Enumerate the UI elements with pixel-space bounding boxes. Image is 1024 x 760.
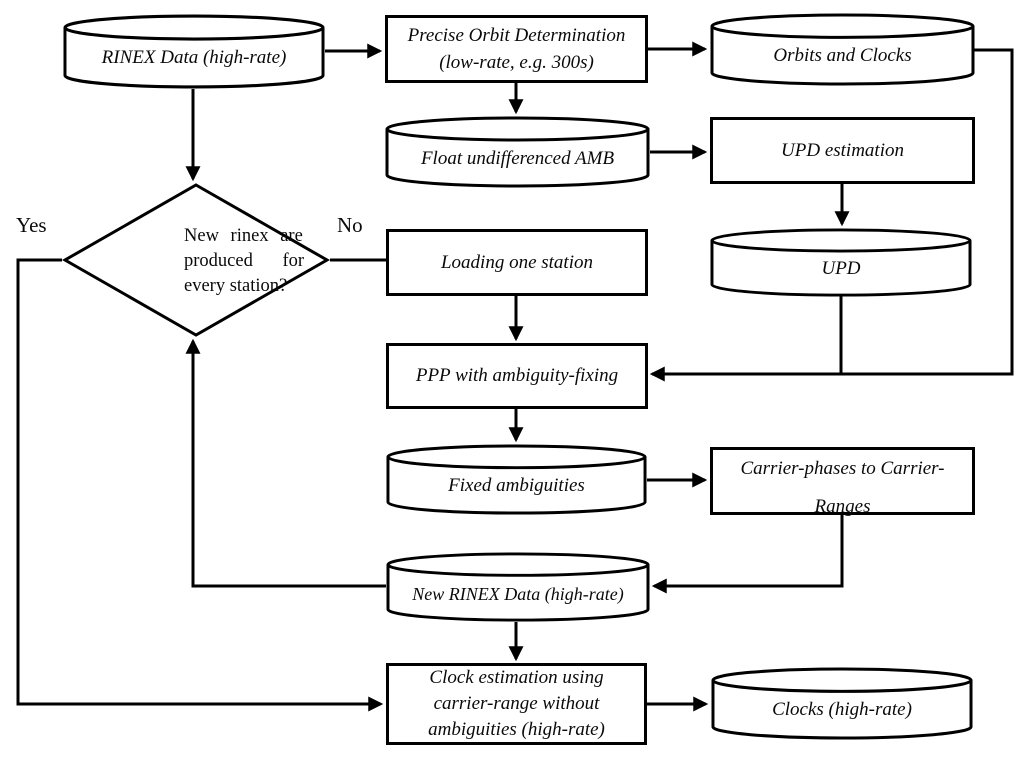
node-label-line3: ambiguities (high-rate): [428, 719, 605, 740]
node-label: Float undifferenced AMB: [420, 147, 615, 169]
node-upd-estimation: UPD estimation: [710, 117, 975, 184]
node-label: UPD estimation: [781, 139, 904, 161]
node-label: Clocks (high-rate): [772, 699, 912, 720]
cylinder-shape: [386, 444, 647, 515]
node-clock-estimation: Clock estimation using carrier-range wit…: [386, 663, 647, 745]
cylinder-shape: [711, 667, 973, 740]
node-ppp-ambiguity-fixing: PPP with ambiguity-fixing: [386, 343, 648, 409]
node-label-line2: carrier-range without: [433, 693, 600, 714]
node-label: UPD: [821, 258, 861, 279]
diamond-shape: [62, 183, 330, 337]
edge-orbits-to-ppp: [649, 48, 1014, 382]
node-label-line2: Ranges: [814, 496, 871, 517]
node-carrier-phases-to-carrier-ranges: Carrier-phases to Carrier- Ranges: [710, 447, 975, 517]
edge-carrier-to-newrinex: [651, 515, 844, 594]
node-clocks-high-rate: Clocks (high-rate): [711, 667, 973, 740]
node-label: PPP with ambiguity-fixing: [415, 365, 619, 386]
node-label-line1: Clock estimation using: [429, 667, 604, 688]
decision-line2: produced for: [184, 251, 305, 271]
node-orbits-and-clocks: Orbits and Clocks: [710, 13, 975, 86]
node-precise-orbit-determination: Precise Orbit Determination (low-rate, e…: [385, 15, 648, 83]
cylinder-shape: [385, 116, 650, 188]
node-label-line1: Precise Orbit Determination: [407, 25, 626, 46]
node-label-line2: (low-rate, e.g. 300s): [439, 52, 594, 73]
node-rinex-data: RINEX Data (high-rate): [63, 14, 325, 89]
cylinder-shape: [710, 13, 975, 86]
cylinder-shape: [63, 14, 325, 89]
node-float-undifferenced-amb: Float undifferenced AMB: [385, 116, 650, 188]
node-fixed-ambiguities: Fixed ambiguities: [386, 444, 647, 515]
node-label: RINEX Data (high-rate): [101, 47, 287, 68]
edge-newrinex-to-decision: [185, 338, 386, 588]
node-new-rinex-data: New RINEX Data (high-rate): [386, 552, 650, 622]
edge-label-yes: Yes: [16, 213, 47, 237]
node-label: Fixed ambiguities: [448, 475, 585, 496]
node-loading-one-station: Loading one station: [386, 229, 648, 296]
cylinder-shape: [710, 228, 972, 297]
node-label: Orbits and Clocks: [773, 45, 912, 66]
node-label: Loading one station: [440, 251, 593, 273]
node-label-line1: Carrier-phases to Carrier-: [740, 458, 945, 479]
edge-decision-yes-to-clockest: [16, 258, 384, 712]
edge-label-no: No: [337, 213, 363, 237]
decision-line1: New rinex are: [184, 226, 303, 246]
cylinder-shape: [386, 552, 650, 622]
node-upd: UPD: [710, 228, 972, 297]
node-decision-new-rinex: New rinex are produced for every station…: [62, 183, 330, 337]
decision-line3: every station?: [184, 276, 288, 296]
node-label: New RINEX Data (high-rate): [412, 583, 624, 604]
